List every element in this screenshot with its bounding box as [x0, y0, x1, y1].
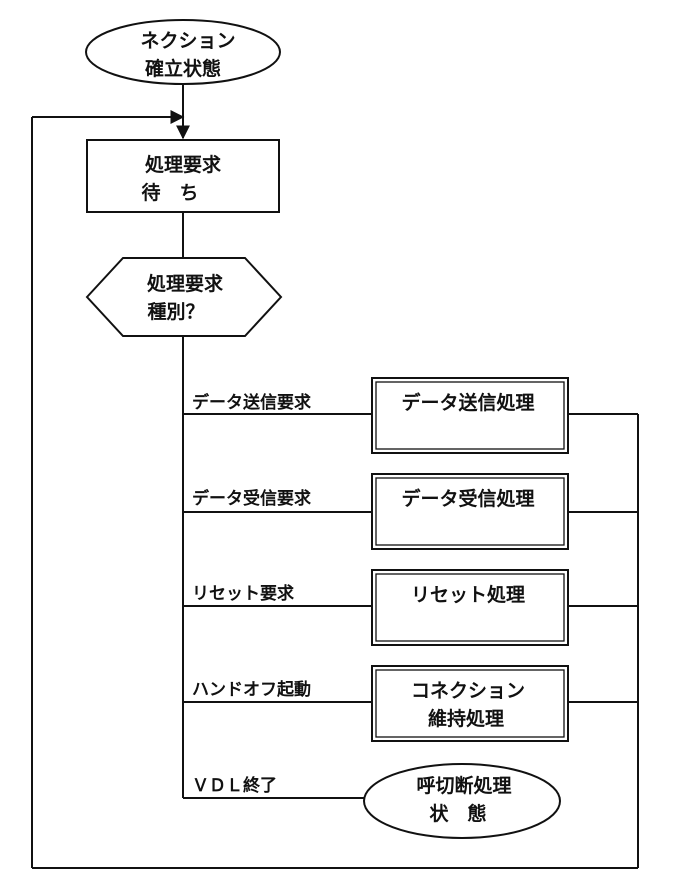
- node-connection-established-line1: ネクション: [140, 30, 235, 52]
- node-wait-request-line1: 処理要求: [145, 153, 222, 176]
- branch-label-reset: リセット要求: [192, 583, 294, 604]
- branch-label-vdl-end: ＶＤＬ終了: [192, 775, 277, 796]
- node-connection-established: ネクション 確立状態: [85, 19, 281, 85]
- node-data-receive-process-label: データ受信処理: [401, 487, 534, 510]
- node-reset-process: リセット処理: [371, 569, 569, 646]
- node-call-disconnect-line2: 状 態: [429, 802, 486, 825]
- connectors: [31, 84, 639, 869]
- node-connection-maintain-line1: コネクション: [411, 680, 525, 702]
- node-request-type-line1: 処理要求: [147, 272, 224, 295]
- terminal-oval: [363, 763, 561, 839]
- branch-label-data-send: データ送信要求: [192, 392, 311, 413]
- node-call-disconnect-line1: 呼切断処理: [416, 774, 511, 797]
- process-box-inner: [375, 477, 565, 546]
- node-data-send-process-label: データ送信処理: [401, 391, 534, 414]
- node-wait-request: 処理要求 待 ち: [86, 139, 280, 213]
- process-box-outer: [371, 473, 569, 550]
- node-reset-process-label: リセット処理: [411, 583, 525, 606]
- process-box-outer: [371, 377, 569, 454]
- branch-label-data-receive: データ受信要求: [192, 488, 311, 509]
- node-connection-maintain-line2: 維持処理: [428, 707, 504, 730]
- process-box-inner: [375, 573, 565, 642]
- branch-label-handoff: ハンドオフ起動: [192, 679, 311, 700]
- branch-labels: データ送信要求 データ受信要求 リセット要求 ハンドオフ起動 ＶＤＬ終了: [192, 392, 311, 796]
- process-box-outer: [371, 665, 569, 742]
- node-data-send-process: データ送信処理: [371, 377, 569, 454]
- node-data-receive-process: データ受信処理: [371, 473, 569, 550]
- process-box: [86, 139, 280, 213]
- decision-hexagon: [85, 257, 283, 337]
- process-box-inner: [375, 381, 565, 450]
- node-call-disconnect: 呼切断処理 状 態: [363, 763, 561, 839]
- terminal-oval: [85, 19, 281, 85]
- node-connection-maintain: コネクション 維持処理: [371, 665, 569, 742]
- process-box-outer: [371, 569, 569, 646]
- process-box-inner: [375, 669, 565, 738]
- node-request-type-line2: 種別？: [147, 301, 204, 323]
- node-connection-established-line2: 確立状態: [145, 57, 221, 80]
- node-wait-request-line2: 待 ち: [141, 181, 198, 204]
- node-request-type: 処理要求 種別？: [85, 257, 283, 337]
